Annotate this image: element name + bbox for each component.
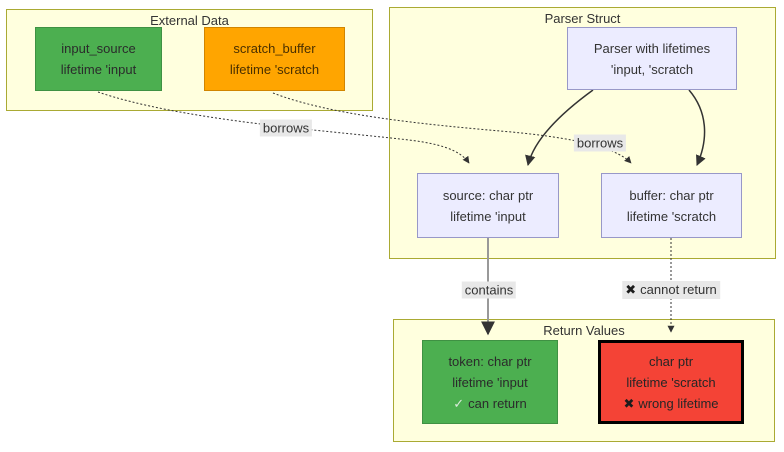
node-buffer-field: buffer: char ptr lifetime 'scratch <box>601 173 742 238</box>
edge-label-cannot-return-text: cannot return <box>640 282 717 297</box>
cluster-return-values-title: Return Values <box>543 323 625 338</box>
node-buffer-field-lifetime: lifetime 'scratch <box>626 208 717 224</box>
node-invalid-return-name: char ptr <box>648 353 694 369</box>
edge-label-borrows-input: borrows <box>259 119 313 137</box>
node-token-return-name: token: char ptr <box>448 353 532 369</box>
edge-borrows-scratch-buffer-to-buffer <box>272 92 632 164</box>
cross-icon: ✖ <box>623 395 635 411</box>
node-input-source-lifetime: lifetime 'input <box>60 62 137 77</box>
edge-label-borrows-scratch: borrows <box>573 134 627 152</box>
node-token-return-status: ✓can return <box>453 393 526 414</box>
node-parser-name: Parser with lifetimes <box>593 40 711 56</box>
edge-borrows-input-source-to-source <box>97 91 470 164</box>
node-scratch-buffer: scratch_buffer lifetime 'scratch <box>204 27 345 91</box>
node-token-return-lifetime: lifetime 'input <box>452 374 528 390</box>
node-source-field-name: source: char ptr <box>442 187 534 203</box>
node-scratch-buffer-lifetime: lifetime 'scratch <box>229 62 320 77</box>
edge-label-contains: contains <box>461 281 517 299</box>
node-input-source: input_source lifetime 'input <box>35 27 162 91</box>
node-invalid-return-lifetime: lifetime 'scratch <box>626 374 716 390</box>
cluster-parser-struct-title: Parser Struct <box>544 11 621 26</box>
cross-icon: ✖ <box>625 282 637 297</box>
node-invalid-return-status: ✖wrong lifetime <box>623 393 718 414</box>
edge-parser-to-source <box>525 89 594 167</box>
node-token-return-status-text: can return <box>468 395 527 411</box>
node-source-field: source: char ptr lifetime 'input <box>417 173 559 238</box>
check-icon: ✓ <box>453 395 465 411</box>
node-buffer-field-name: buffer: char ptr <box>629 187 714 203</box>
node-invalid-return-status-text: wrong lifetime <box>638 395 719 411</box>
node-parser: Parser with lifetimes 'input, 'scratch <box>567 27 737 90</box>
node-invalid-return: char ptr lifetime 'scratch ✖wrong lifeti… <box>598 340 744 424</box>
node-source-field-lifetime: lifetime 'input <box>450 208 526 224</box>
edge-parser-to-buffer <box>688 89 706 166</box>
node-token-return: token: char ptr lifetime 'input ✓can ret… <box>422 340 558 424</box>
cluster-external-data-title: External Data <box>150 13 229 28</box>
node-input-source-name: input_source <box>61 41 136 56</box>
node-scratch-buffer-name: scratch_buffer <box>233 41 316 56</box>
edge-label-cannot-return: ✖cannot return <box>622 281 720 299</box>
node-parser-lifetimes: 'input, 'scratch <box>610 61 694 77</box>
